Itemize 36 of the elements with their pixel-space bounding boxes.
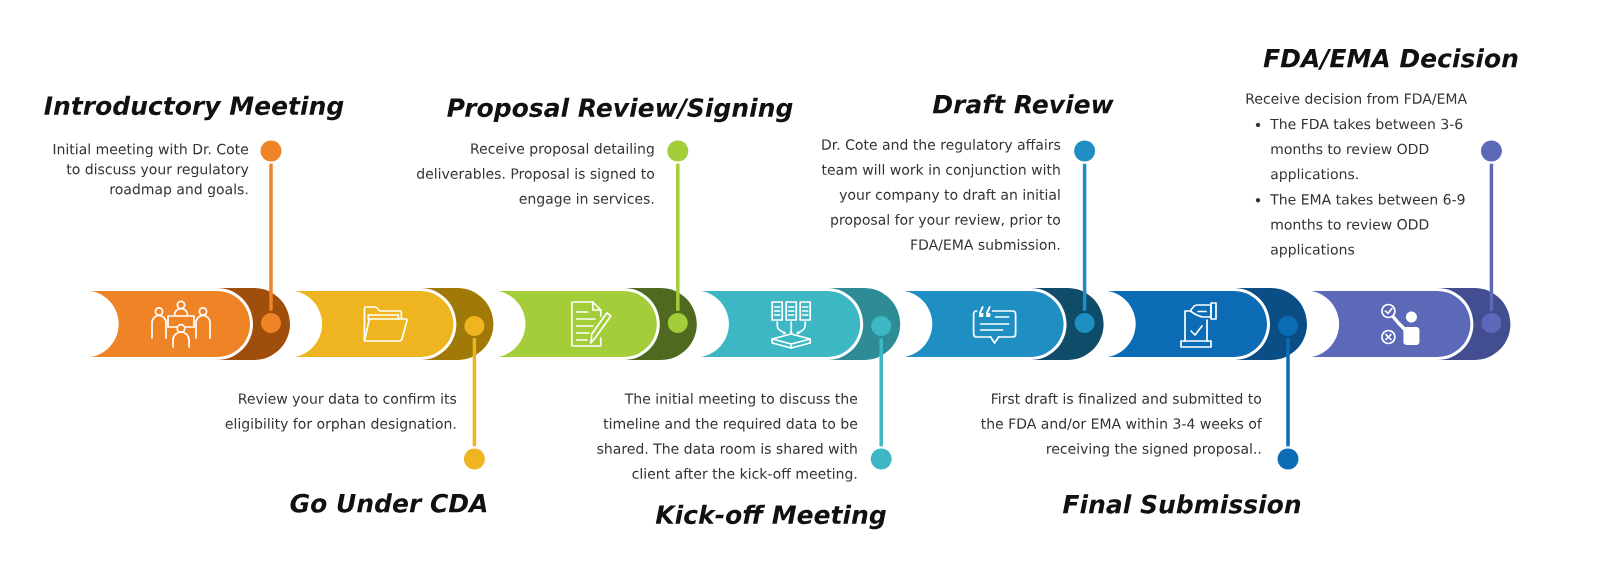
dot xyxy=(870,448,892,470)
description: Review your data to confirm its eligibility for orphan designation. xyxy=(225,393,457,432)
arrow-band xyxy=(497,291,657,357)
arrow-band xyxy=(904,291,1064,357)
heading: Go Under CDA xyxy=(290,493,487,513)
heading: Final Submission xyxy=(1062,494,1301,514)
heading: FDA/EMA Decision xyxy=(1263,48,1518,70)
dot xyxy=(1277,448,1299,470)
heading: Introductory Meeting xyxy=(44,95,344,121)
description: Initial meeting with Dr. Cote to discuss your regulatory roadmap and goals. xyxy=(53,143,249,198)
dot xyxy=(667,313,688,333)
description: Receive proposal detailing deliverables. Proposal is signed to engage in services. xyxy=(417,143,655,207)
dot xyxy=(463,448,485,470)
heading: Draft Review xyxy=(932,94,1114,114)
dot xyxy=(1278,316,1298,336)
dot xyxy=(667,140,689,162)
arrow-band xyxy=(701,291,861,357)
heading: Proposal Review/Signing xyxy=(447,97,793,123)
arrow-band xyxy=(91,291,250,357)
dot xyxy=(871,316,892,336)
dot xyxy=(1481,313,1502,333)
description: Receive decision from FDA/EMA xyxy=(1246,93,1467,105)
dot xyxy=(464,316,485,336)
dot xyxy=(261,313,281,333)
description: Dr. Cote and the regulatory affairs team will work in conjunction with your company to draft an initial proposal for your review, prior to FDA/EMA submission. xyxy=(821,139,1061,251)
dot xyxy=(260,140,282,162)
arrow-band xyxy=(1311,291,1471,357)
heading: Kick-off Meeting xyxy=(655,504,886,530)
arrow-band xyxy=(1108,291,1267,357)
dot xyxy=(1074,140,1096,162)
description: The initial meeting to discuss the timeline and the required data to be shared. The data room is shared with client after the kick-off meeting. xyxy=(597,393,858,482)
dot xyxy=(1480,140,1502,162)
bullet-item: The EMA takes between 6-9 months to review ODD applications xyxy=(1270,193,1465,258)
bullet-item: The FDA takes between 3-6 months to review ODD applications. xyxy=(1270,118,1463,182)
dot xyxy=(1074,313,1095,333)
description: First draft is finalized and submitted to the FDA and/or EMA within 3-4 weeks of receiving the signed proposal.. xyxy=(981,393,1263,457)
